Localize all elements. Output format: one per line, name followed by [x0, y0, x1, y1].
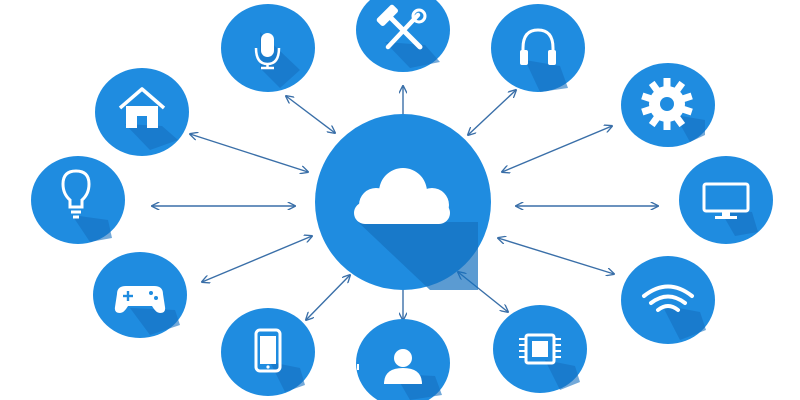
node-headphones: [491, 4, 585, 92]
arrow-gamepad: [202, 236, 312, 282]
hammer-wrench-icon: [376, 4, 427, 50]
gear-hole: [660, 97, 674, 111]
cloud-hub: [315, 114, 491, 290]
node-tools: [356, 0, 450, 72]
gear-icon: [641, 78, 693, 130]
gamepad-icon: [114, 286, 166, 313]
chip-core: [532, 341, 548, 357]
node-monitor: [679, 156, 773, 244]
node-chip: [339, 305, 587, 393]
arrow-headphones: [468, 90, 516, 135]
node-lightbulb: [31, 156, 125, 244]
cloud-icon-shadow: [358, 222, 478, 290]
smartphone-icon: [254, 328, 282, 373]
chip-icon: [339, 328, 561, 370]
cloud-icon: [354, 168, 450, 224]
user-icon: [384, 349, 422, 384]
microphone-icon: [254, 33, 281, 70]
gear-tooth: [663, 120, 671, 130]
node-wifi: [621, 256, 715, 344]
arrow-home: [190, 134, 308, 172]
arrow-settings: [502, 126, 612, 172]
node-microphone: [221, 4, 315, 92]
arrow-smartphone: [306, 275, 350, 320]
gear-tooth: [663, 78, 671, 88]
node-user: [356, 319, 450, 400]
headphones-icon: [520, 28, 556, 65]
monitor-icon: [702, 182, 750, 219]
node-smartphone: [221, 308, 315, 396]
node-gamepad: [93, 252, 187, 338]
lightbulb-icon: [61, 169, 91, 219]
wifi-icon: [642, 284, 694, 312]
node-home: [95, 68, 189, 156]
arrow-microphone: [286, 96, 335, 133]
house-icon: [118, 87, 166, 128]
chip-body: [524, 333, 556, 365]
node-settings: [621, 63, 715, 147]
arrow-wifi: [498, 238, 614, 274]
